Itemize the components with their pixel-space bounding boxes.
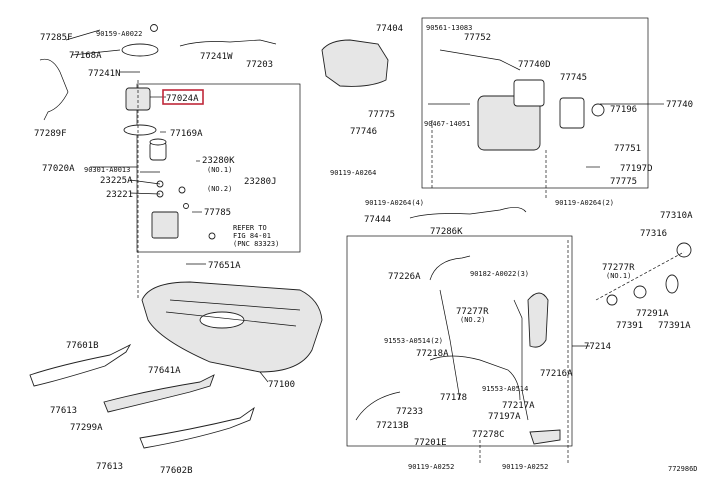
label-77285F: 77285F [40, 33, 73, 43]
label-77216A: 77216A [540, 369, 573, 379]
label-23280J: 23280J [244, 177, 277, 187]
label-77277R-note: (NO.2) [460, 316, 485, 324]
label-77775-bot: 77775 [610, 177, 637, 187]
label-90467: 90467-14051 [424, 120, 470, 128]
label-77289F: 77289F [34, 129, 67, 139]
label-77020A: 77020A [42, 164, 75, 174]
label-77740: 77740 [666, 100, 693, 110]
label-90119-a: 90119-A0264 [330, 169, 376, 177]
filler-pipe-frame [346, 235, 573, 447]
label-23225A: 23225A [100, 176, 133, 186]
dashed-guides [137, 80, 685, 465]
label-90301: 90301-A0013 [84, 166, 130, 174]
label-77278C: 77278C [472, 430, 505, 440]
label-90119-e: 90119-A0252 [502, 463, 548, 471]
label-77100: 77100 [268, 380, 295, 390]
label-77178: 77178 [440, 393, 467, 403]
refer-line-2: FIG 84-01 [233, 232, 271, 240]
label-77291A: 77291A [636, 309, 669, 319]
label-77745: 77745 [560, 73, 587, 83]
label-77196: 77196 [610, 105, 637, 115]
label-77391A: 77391A [658, 321, 691, 331]
canister-group [321, 39, 605, 151]
refer-line-3: (PNC 83323) [233, 240, 279, 248]
highlight-frame [162, 89, 204, 105]
label-77740D: 77740D [518, 60, 551, 70]
label-23280K-note: (NO.1) [207, 166, 232, 174]
label-23280J-note: (NO.2) [207, 185, 232, 193]
label-77217A: 77217A [502, 401, 535, 411]
filler-pipe-group [355, 207, 692, 445]
label-77404: 77404 [376, 24, 403, 34]
label-77277R-b: 77277R [602, 263, 635, 273]
label-91553-b: 91553-A0514 [482, 385, 528, 393]
label-77214: 77214 [584, 342, 611, 352]
label-77316: 77316 [640, 229, 667, 239]
label-90159: 90159-A0022 [96, 30, 142, 38]
label-77651A: 77651A [208, 261, 241, 271]
label-90561: 90561-13083 [426, 24, 472, 32]
label-77752: 77752 [464, 33, 491, 43]
label-91553-a: 91553-A0514(2) [384, 337, 443, 345]
part-labels: 77285F 90159-A0022 77168A 77241W 77241N … [34, 24, 698, 476]
label-77213B: 77213B [376, 421, 409, 431]
label-77277R: 77277R [456, 307, 489, 317]
label-77444: 77444 [364, 215, 391, 225]
label-77218A: 77218A [416, 349, 449, 359]
label-77277R-b-note: (NO.1) [606, 272, 631, 280]
label-90119-d: 90119-A0252 [408, 463, 454, 471]
label-77226A: 77226A [388, 272, 421, 282]
label-23221: 23221 [106, 190, 133, 200]
label-90119-c: 90119-A0264(2) [555, 199, 614, 207]
label-77613-b: 77613 [96, 462, 123, 472]
fuel-tank-group [141, 281, 323, 373]
label-77241W: 77241W [200, 52, 233, 62]
fuel-pump-group [39, 24, 277, 240]
label-77785: 77785 [204, 208, 231, 218]
label-77233: 77233 [396, 407, 423, 417]
canister-frame [421, 17, 649, 189]
label-77203: 77203 [246, 60, 273, 70]
label-77746: 77746 [350, 127, 377, 137]
label-77241N: 77241N [88, 69, 121, 79]
tank-straps [29, 343, 255, 449]
refer-line-1: REFER TO [233, 224, 267, 232]
label-77169A: 77169A [170, 129, 203, 139]
label-77024A[interactable]: 77024A [166, 94, 199, 104]
label-77197D: 77197D [620, 164, 653, 174]
label-77601B: 77601B [66, 341, 99, 351]
label-77613-a: 77613 [50, 406, 77, 416]
label-23280K: 23280K [202, 156, 235, 166]
label-77775-top: 77775 [368, 110, 395, 120]
label-77197A: 77197A [488, 412, 521, 422]
label-77751: 77751 [614, 144, 641, 154]
label-77310A: 77310A [660, 211, 693, 221]
label-90182: 90182-A0022(3) [470, 270, 529, 278]
label-90119-b: 90119-A0264(4) [365, 199, 424, 207]
label-77201E: 77201E [414, 438, 447, 448]
label-77391: 77391 [616, 321, 643, 331]
label-77299A: 77299A [70, 423, 103, 433]
diagram-reference-code: 772986D [668, 465, 698, 473]
leader-lines [65, 29, 664, 383]
label-77641A: 77641A [148, 366, 181, 376]
label-77286K: 77286K [430, 227, 463, 237]
label-77168A: 77168A [69, 51, 102, 61]
label-77602B: 77602B [160, 466, 193, 476]
pump-assembly-frame [136, 83, 301, 253]
